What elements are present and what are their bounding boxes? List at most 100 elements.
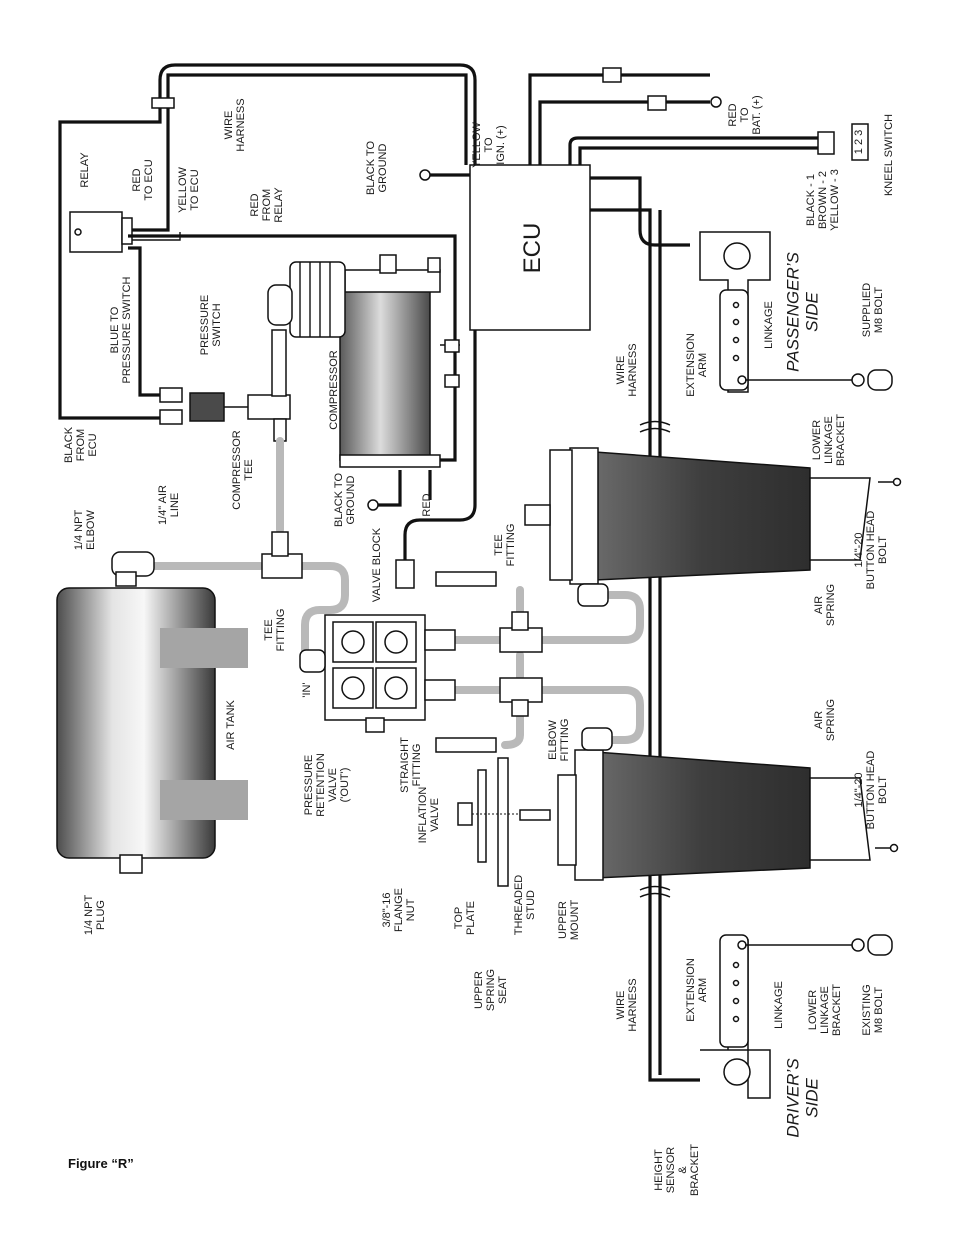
compressor-terminal-2 bbox=[427, 257, 441, 273]
tee-fitting-right-bottom-stem bbox=[511, 699, 529, 717]
air-spring-bottom-body bbox=[594, 751, 811, 879]
label-in-port: 'IN' bbox=[301, 682, 313, 697]
black-from-ecu-wire bbox=[58, 108, 162, 420]
arm-hole-3 bbox=[732, 336, 740, 344]
air-spring-bottom-upper-mount bbox=[574, 749, 604, 881]
air-spring-passenger bbox=[524, 447, 871, 585]
ecu-box bbox=[469, 164, 591, 331]
label-air-line: 1/4" AIRLINE bbox=[157, 485, 181, 525]
air-spring-top-stud bbox=[524, 504, 551, 526]
d-arm-pivot bbox=[737, 940, 747, 950]
valve-solenoid-2 bbox=[384, 630, 408, 654]
d-arm-hole-3 bbox=[732, 997, 740, 1005]
air-tank: AIR TANK bbox=[56, 587, 248, 874]
label-blue-to-pressure-switch: BLUE TOPRESSURE SWITCH bbox=[109, 276, 133, 383]
tank-strap-top bbox=[160, 628, 248, 668]
valve-block bbox=[299, 614, 456, 733]
label-wire-harness-mid: WIREHARNESS bbox=[615, 343, 639, 396]
label-linkage-top: LINKAGE bbox=[763, 301, 775, 349]
lower-linkage-bracket-bottom bbox=[851, 938, 865, 952]
compressor-elbow bbox=[267, 284, 293, 326]
wire-harness-loop-inner bbox=[166, 73, 468, 165]
label-black-to-ground-mid: BLACK TOGROUND bbox=[333, 473, 357, 527]
inflation-valve-bottom bbox=[435, 737, 497, 753]
d-arm-hole-4 bbox=[732, 1015, 740, 1023]
break-lower bbox=[639, 885, 671, 898]
tank-strap-bottom bbox=[160, 780, 248, 820]
air-spring-top-upper-mount bbox=[569, 447, 599, 585]
lower-bracket-bottom bbox=[809, 777, 871, 861]
tee-fitting-right-top-stem bbox=[511, 611, 529, 631]
label-top-plate: TOPPLATE bbox=[453, 901, 477, 935]
tee-fitting-right-bottom bbox=[499, 677, 543, 703]
button-bolt-bottom-head bbox=[889, 843, 899, 853]
label-red-to-bat: REDTOBAT. (+) bbox=[727, 95, 763, 134]
label-drivers-side: DRIVER’SSIDE bbox=[784, 1058, 822, 1138]
elbow-fitting-top bbox=[577, 583, 609, 607]
label-yellow-to-ecu: YELLOWTO ECU bbox=[177, 166, 201, 212]
label-air-spring-top: AIRSPRING bbox=[813, 584, 837, 626]
valve-block-wire bbox=[403, 330, 477, 560]
tee-fitting-right-top bbox=[499, 627, 543, 653]
figure-caption: Figure “R” bbox=[68, 1156, 134, 1171]
lower-bracket-top bbox=[809, 477, 871, 561]
top-plate bbox=[477, 769, 487, 863]
harness-connector bbox=[151, 97, 175, 109]
label-valve-block: VALVE BLOCK bbox=[371, 527, 383, 602]
label-red-mid: RED bbox=[421, 493, 433, 516]
label-extension-arm-bottom: EXTENSIONARM bbox=[685, 958, 709, 1022]
flange-nut bbox=[457, 802, 473, 826]
label-passengers-side: PASSENGER’SSIDE bbox=[784, 252, 822, 372]
compressor: COMPRESSOR bbox=[267, 254, 441, 468]
red-yellow-wires bbox=[128, 108, 170, 232]
label-flange-nut: 3/8"-16FLANGENUT bbox=[381, 888, 417, 932]
air-line-to-passenger-spring bbox=[536, 591, 644, 644]
label-extension-arm-top: EXTENSIONARM bbox=[685, 333, 709, 397]
label-elbow-fitting: ELBOWFITTING bbox=[547, 719, 571, 762]
lower-linkage-bracket-top bbox=[851, 373, 865, 387]
npt-plug bbox=[119, 854, 143, 874]
kneel-connector bbox=[817, 131, 835, 155]
valve-block-connector bbox=[395, 559, 415, 589]
air-spring-top-body bbox=[594, 451, 811, 581]
label-tee-fitting-left: TEEFITTING bbox=[263, 609, 287, 652]
air-spring-driver bbox=[574, 749, 871, 881]
bat-ring-terminal bbox=[710, 96, 722, 108]
pressure-retention-valve bbox=[365, 717, 385, 733]
valve-solenoid-4 bbox=[384, 676, 408, 700]
kneel-switch-wire-2 bbox=[578, 146, 820, 165]
valve-solenoid-1 bbox=[341, 630, 365, 654]
arm-hole-4 bbox=[732, 354, 740, 362]
passenger-sensor-wire bbox=[590, 176, 690, 247]
compressor-terminal bbox=[379, 254, 397, 274]
label-straight-fitting: STRAIGHTFITTING bbox=[399, 737, 423, 793]
label-kneel-switch-pins: 1 2 3 bbox=[853, 130, 865, 154]
label-kneel-switch: KNEEL SWITCH bbox=[883, 114, 895, 196]
air-spring-top-plate bbox=[549, 449, 573, 581]
label-tee-fitting-right: TEEFITTING bbox=[493, 524, 517, 567]
ign-fuse-holder bbox=[602, 67, 622, 83]
label-lower-linkage-top: LOWERLINKAGEBRACKET bbox=[811, 414, 847, 466]
upper-spring-seat bbox=[497, 757, 509, 887]
label-air-spring-bottom: AIRSPRING bbox=[813, 699, 837, 741]
tee-fitting-left bbox=[261, 553, 303, 579]
kneel-switch bbox=[851, 123, 869, 161]
label-inflation-valve: INFLATIONVALVE bbox=[417, 787, 441, 844]
comp-fuse-2 bbox=[444, 374, 460, 388]
passenger-sensor-body bbox=[723, 242, 751, 270]
button-bolt-top-head bbox=[892, 477, 902, 487]
pressure-switch-plug-2 bbox=[159, 409, 183, 425]
comp-fuse bbox=[444, 339, 460, 353]
valve-in-port bbox=[299, 649, 326, 673]
valve-solenoid-3 bbox=[341, 676, 365, 700]
arm-hole-1 bbox=[732, 301, 740, 309]
label-black-to-ground-top: BLACK TOGROUND bbox=[365, 141, 389, 195]
label-compressor-tee: COMPRESSORTEE bbox=[231, 430, 255, 510]
bat-fuse-holder bbox=[647, 95, 667, 111]
label-relay: RELAY bbox=[79, 152, 91, 188]
ground-ring-mid bbox=[367, 499, 379, 511]
blue-to-pressure-switch-wire bbox=[128, 246, 160, 397]
label-wire-harness-low: WIREHARNESS bbox=[615, 978, 639, 1031]
label-black-from-ecu: BLACKFROMECU bbox=[63, 426, 99, 463]
